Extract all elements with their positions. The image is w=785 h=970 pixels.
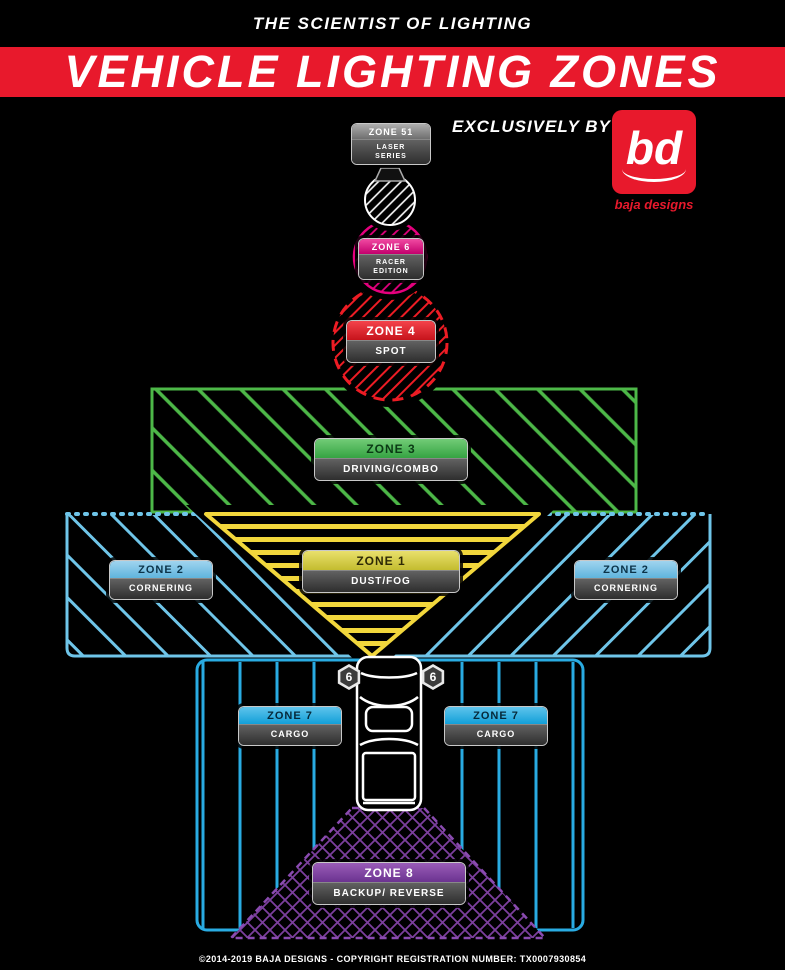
zone2-right-label: ZONE 2 CORNERING (574, 560, 678, 600)
title-banner: VEHICLE LIGHTING ZONES (0, 46, 785, 97)
zone51-title: ZONE 51 (352, 124, 430, 140)
zone8-title: ZONE 8 (313, 863, 465, 883)
zone6-mirror-badge-left-number: 6 (340, 667, 358, 687)
zone51-label: ZONE 51 LASER SERIES (351, 123, 431, 166)
zone3-label: ZONE 3 DRIVING/COMBO (314, 438, 468, 481)
logo-letters: bd (625, 122, 683, 174)
zone6-mirror-badge-right: 6 (420, 664, 446, 690)
zone6-mirror-badge-right-number: 6 (424, 667, 442, 687)
zone2-left-title: ZONE 2 (110, 561, 212, 579)
page-title: VEHICLE LIGHTING ZONES (64, 46, 721, 97)
zone6-title: ZONE 6 (359, 239, 423, 255)
zone7-left-title: ZONE 7 (239, 707, 341, 725)
zone7-right-desc: CARGO (445, 725, 547, 745)
zone3-desc: DRIVING/COMBO (315, 459, 467, 480)
zone2-right-desc: CORNERING (575, 579, 677, 599)
zone8-label: ZONE 8 BACKUP/ REVERSE (312, 862, 466, 905)
zone7-left-label: ZONE 7 CARGO (238, 706, 342, 746)
zone4-label: ZONE 4 SPOT (346, 320, 436, 363)
logo-name: baja designs (614, 197, 694, 212)
zone6-mirror-badge-left: 6 (336, 664, 362, 690)
zone1-label: ZONE 1 DUST/FOG (302, 550, 460, 593)
zone3-title: ZONE 3 (315, 439, 467, 459)
zone1-title: ZONE 1 (303, 551, 459, 571)
tagline: THE SCIENTIST OF LIGHTING (252, 14, 533, 33)
zone51-desc: LASER SERIES (352, 140, 430, 165)
zone6-label: ZONE 6 RACER EDITION (358, 238, 424, 281)
exclusively-by-text: EXCLUSIVELY BY (452, 117, 611, 136)
zone7-right-title: ZONE 7 (445, 707, 547, 725)
copyright-text: ©2014-2019 BAJA DESIGNS - COPYRIGHT REGI… (198, 954, 587, 964)
zone7-right-label: ZONE 7 CARGO (444, 706, 548, 746)
zone4-desc: SPOT (347, 341, 435, 362)
zone2-left-label: ZONE 2 CORNERING (109, 560, 213, 600)
zone7-left-desc: CARGO (239, 725, 341, 745)
laser-lamp-icon (373, 167, 407, 182)
zone8-desc: BACKUP/ REVERSE (313, 883, 465, 904)
zone4-title: ZONE 4 (347, 321, 435, 341)
zone6-desc: RACER EDITION (359, 255, 423, 280)
truck-icon (355, 655, 423, 812)
zone1-desc: DUST/FOG (303, 571, 459, 592)
logo-swoosh-icon (622, 169, 686, 182)
zone2-right-title: ZONE 2 (575, 561, 677, 579)
baja-designs-logo: bd (612, 110, 696, 194)
zone51-laser-beam (359, 167, 421, 231)
zone2-left-desc: CORNERING (110, 579, 212, 599)
